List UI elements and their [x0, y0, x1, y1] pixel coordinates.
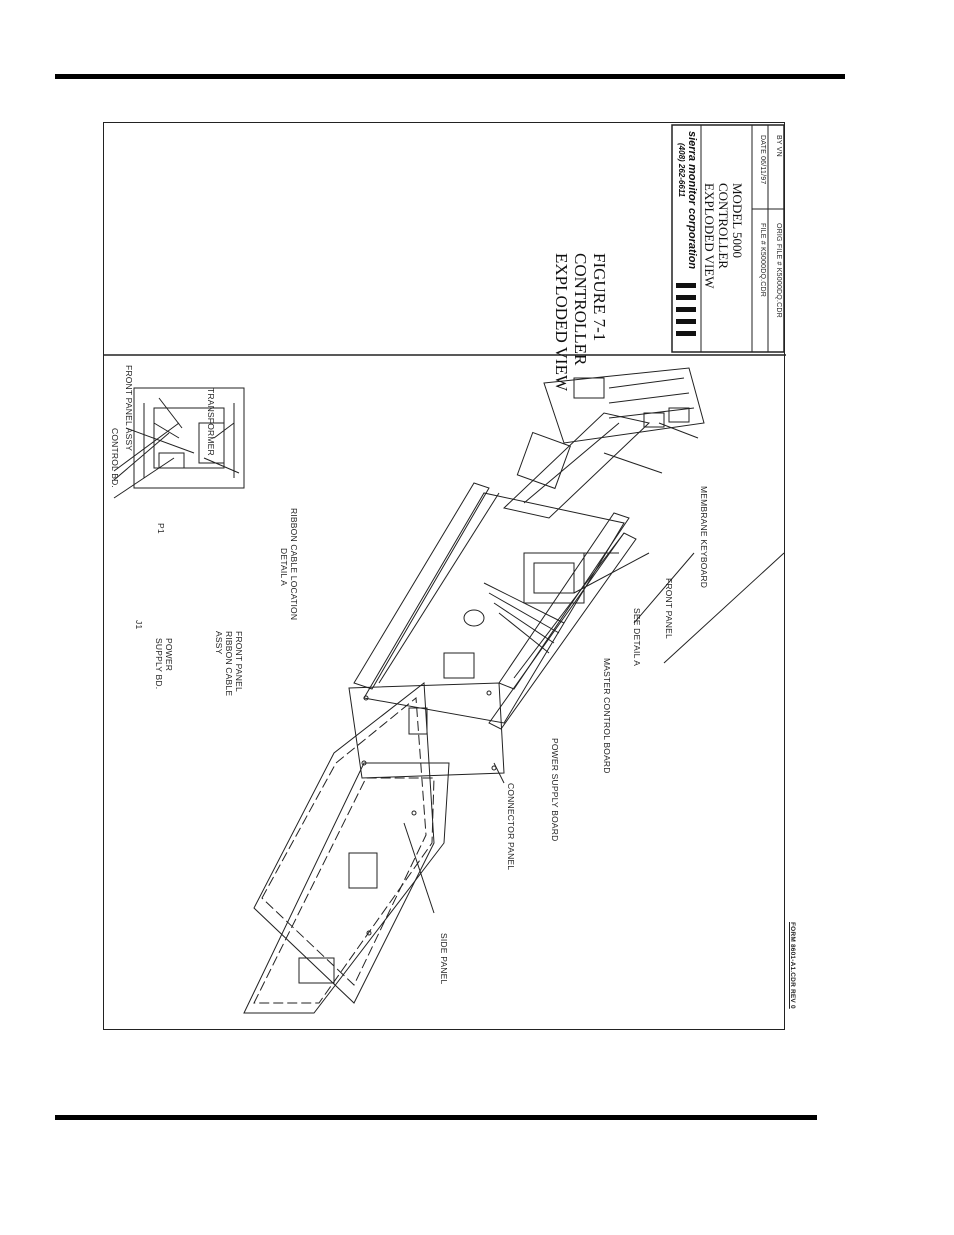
label-transformer-text: TRANSFORMER — [206, 388, 216, 456]
label-see-detail-a-text: SEE DETAIL A — [632, 608, 642, 667]
label-side-panel-text: SIDE PANEL — [439, 933, 449, 985]
company-name-text: sierra monitor corporation — [686, 131, 698, 270]
top-rule — [55, 74, 845, 79]
label-control-bd-text: CONTROL BD. — [110, 428, 120, 488]
label-ribbon-cable-location-text: RIBBON CABLE LOCATION — [289, 508, 299, 621]
label-master-control-board-text: MASTER CONTROL BOARD — [602, 658, 612, 774]
label-side-panel: SIDE PANEL — [439, 933, 449, 984]
label-front-panel-assy-text: FRONT PANEL ASSY — [124, 365, 134, 452]
company-phone-text: (408) 262-6611 — [677, 143, 686, 198]
label-detail-a-text: DETAIL A — [279, 548, 289, 586]
form-number: FORM 8601-A1.CDR REV 0 — [789, 922, 796, 1009]
label-membrane-keyboard: MEMBRANE KEYBOARD — [699, 486, 709, 588]
label-membrane-keyboard-text: MEMBRANE KEYBOARD — [699, 486, 709, 589]
figure-title-line2: CONTROLLER — [571, 253, 590, 366]
drawn-by-text: BY VN — [775, 135, 782, 157]
company-name: sierra monitor corporation — [686, 131, 698, 269]
label-p1-text: P1 — [156, 523, 166, 534]
model-line3: EXPLODED VIEW — [702, 183, 717, 289]
label-master-control-board: MASTER CONTROL BOARD — [602, 658, 612, 774]
file-number-text: FILE # K5000DQ.CDR — [759, 223, 766, 298]
exploded-view-drawing — [104, 124, 786, 1014]
orig-file-number-text: ORIG FILE # K5000DQ.CDR — [775, 223, 782, 318]
drawn-by: BY VN — [775, 135, 782, 157]
company-phone: (408) 262-6611 — [677, 143, 686, 197]
figure-title: FIGURE 7-1 CONTROLLER EXPLODED VIEW — [552, 253, 609, 391]
label-connector-panel: CONNECTOR PANEL — [506, 783, 516, 870]
label-power-supply-bd-text: POWER SUPPLY BD. — [154, 638, 174, 690]
label-connector-panel-text: CONNECTOR PANEL — [506, 783, 516, 871]
label-front-panel-text: FRONT PANEL — [664, 578, 674, 639]
orig-file-number: ORIG FILE # K5000DQ.CDR — [775, 223, 782, 318]
drawing-frame: FIGURE 7-1 CONTROLLER EXPLODED VIEW sier… — [103, 122, 786, 1030]
label-p1: P1 — [156, 523, 166, 534]
figure-title-line1: FIGURE 7-1 — [590, 253, 609, 342]
form-number-text: FORM 8601-A1.CDR REV 0 — [789, 922, 796, 1009]
file-number: FILE # K5000DQ.CDR — [759, 223, 766, 297]
figure-title-line3: EXPLODED VIEW — [552, 253, 571, 392]
label-see-detail-a: SEE DETAIL A — [632, 608, 642, 666]
bottom-rule — [55, 1115, 817, 1120]
label-detail-a: DETAIL A — [279, 548, 289, 586]
label-power-supply-bd: POWER SUPPLY BD. — [154, 638, 174, 698]
label-j1-text: J1 — [134, 620, 144, 630]
file-date: DATE 06/11/97 — [759, 135, 766, 184]
label-front-panel-ribbon-text: FRONT PANEL RIBBON CABLE ASSY — [214, 631, 244, 697]
label-front-panel-ribbon: FRONT PANEL RIBBON CABLE ASSY — [214, 631, 244, 703]
file-date-text: DATE 06/11/97 — [759, 135, 766, 185]
smc-logo-mark — [676, 283, 696, 336]
model-title: MODEL 5000 CONTROLLER EXPLODED VIEW — [702, 183, 745, 289]
label-front-panel: FRONT PANEL — [664, 578, 674, 639]
model-line2: CONTROLLER — [716, 183, 731, 269]
label-ribbon-cable-location: RIBBON CABLE LOCATION — [289, 508, 299, 620]
label-power-supply-board: POWER SUPPLY BOARD — [550, 738, 560, 841]
label-control-bd: CONTROL BD. — [110, 428, 120, 488]
model-line1: MODEL 5000 — [730, 183, 745, 258]
label-j1: J1 — [134, 620, 144, 629]
label-power-supply-board-text: POWER SUPPLY BOARD — [550, 738, 560, 842]
label-transformer: TRANSFORMER — [206, 388, 216, 456]
label-front-panel-assy: FRONT PANEL ASSY — [124, 365, 134, 451]
